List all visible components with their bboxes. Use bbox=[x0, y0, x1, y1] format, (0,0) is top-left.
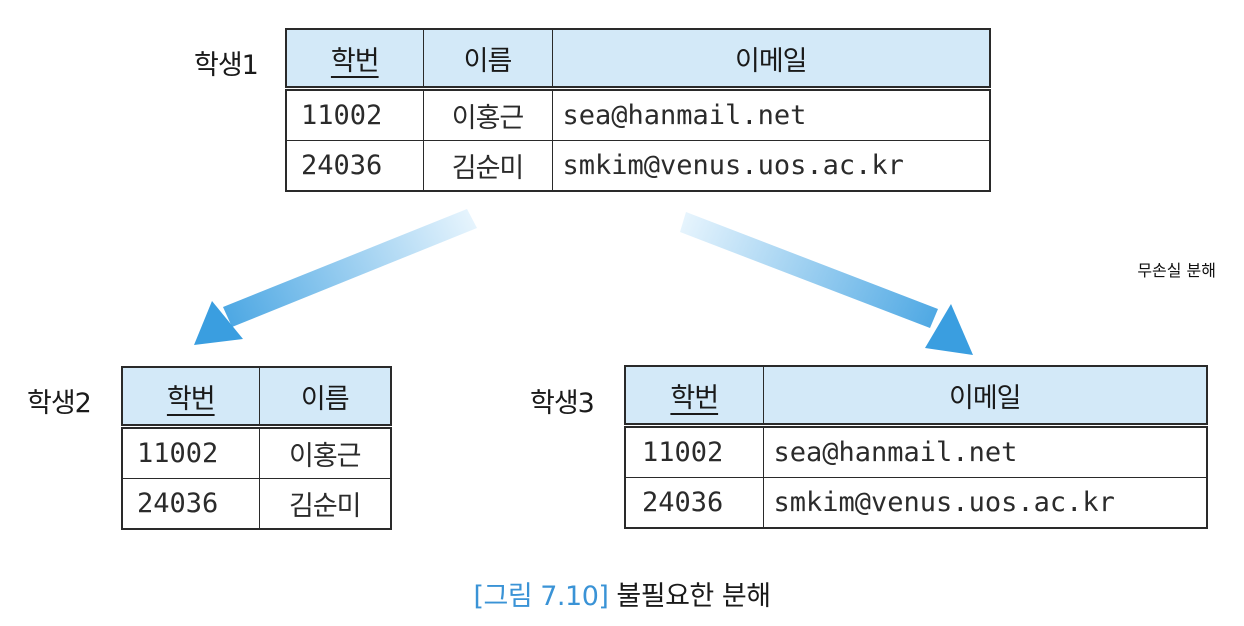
column-header-student-id: 학번 bbox=[121, 366, 260, 429]
column-header-student-id: 학번 bbox=[285, 28, 424, 91]
table-header-row: 학번 이메일 bbox=[624, 365, 1208, 428]
cell-name: 김순미 bbox=[258, 478, 392, 530]
arrow-to-student3 bbox=[680, 212, 973, 355]
cell-name: 이홍근 bbox=[258, 426, 392, 479]
cell-student-id: 24036 bbox=[285, 140, 424, 192]
column-header-name: 이름 bbox=[422, 28, 553, 91]
column-header-email: 이메일 bbox=[551, 28, 991, 91]
table-header-row: 학번 이름 bbox=[121, 366, 392, 429]
cell-student-id: 24036 bbox=[121, 478, 260, 530]
table-row: 24036 김순미 smkim@venus.uos.ac.kr bbox=[285, 140, 991, 192]
relation-table-student3: 학번 이메일 11002 sea@hanmail.net 24036 smkim… bbox=[624, 365, 1208, 529]
cell-name: 이홍근 bbox=[422, 88, 553, 141]
cell-student-id: 11002 bbox=[121, 426, 260, 479]
relation-name-student3: 학생3 bbox=[530, 388, 595, 419]
cell-student-id: 11002 bbox=[624, 425, 764, 478]
table-row: 11002 이홍근 bbox=[121, 426, 392, 479]
relation-table-student2: 학번 이름 11002 이홍근 24036 김순미 bbox=[121, 366, 392, 530]
column-header-email: 이메일 bbox=[762, 365, 1208, 428]
cell-email: sea@hanmail.net bbox=[762, 425, 1208, 478]
cell-student-id: 11002 bbox=[285, 88, 424, 141]
figure-caption-label: [그림 7.10] bbox=[473, 581, 609, 612]
relation-name-student2: 학생2 bbox=[27, 388, 92, 419]
cell-student-id: 24036 bbox=[624, 477, 764, 529]
arrow-to-student2 bbox=[194, 209, 477, 345]
figure-caption-text: 불필요한 분해 bbox=[616, 581, 771, 612]
lossless-decomposition-note: 무손실 분해 bbox=[1137, 261, 1216, 280]
table-row: 24036 smkim@venus.uos.ac.kr bbox=[624, 477, 1208, 529]
column-header-name: 이름 bbox=[258, 366, 392, 429]
cell-email: smkim@venus.uos.ac.kr bbox=[762, 477, 1208, 529]
relation-name-student1: 학생1 bbox=[194, 50, 259, 81]
figure-caption: [그림 7.10]불필요한 분해 bbox=[0, 574, 1244, 613]
cell-email: sea@hanmail.net bbox=[551, 88, 991, 141]
cell-name: 김순미 bbox=[422, 140, 553, 192]
column-header-student-id: 학번 bbox=[624, 365, 764, 428]
table-row: 11002 이홍근 sea@hanmail.net bbox=[285, 88, 991, 141]
relation-table-student1: 학번 이름 이메일 11002 이홍근 sea@hanmail.net 2403… bbox=[285, 28, 991, 192]
table-row: 11002 sea@hanmail.net bbox=[624, 425, 1208, 478]
table-row: 24036 김순미 bbox=[121, 478, 392, 530]
table-header-row: 학번 이름 이메일 bbox=[285, 28, 991, 91]
cell-email: smkim@venus.uos.ac.kr bbox=[551, 140, 991, 192]
